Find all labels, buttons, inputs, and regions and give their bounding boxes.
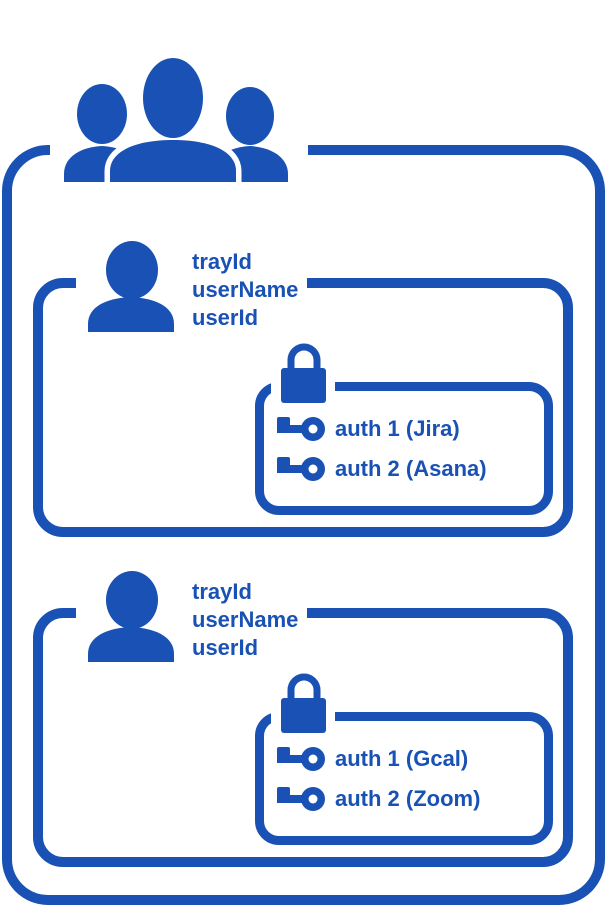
- field-tray-id: trayId: [192, 579, 252, 604]
- lock-icon: [271, 673, 335, 739]
- user-fields: trayId userName userId: [180, 248, 308, 332]
- auth-item: auth 1 (Jira): [276, 415, 460, 443]
- users-group-icon: [50, 56, 308, 182]
- key-icon: [277, 787, 325, 811]
- user-fields: trayId userName userId: [180, 578, 308, 662]
- lock-icon: [271, 343, 335, 409]
- auth-container: [255, 712, 553, 845]
- key-icon: [277, 457, 325, 481]
- auth-item: auth 1 (Gcal): [276, 745, 468, 773]
- auth-label: auth 1 (Jira): [335, 416, 460, 441]
- user-avatar-icon: [76, 238, 180, 335]
- field-user-id: userId: [192, 305, 259, 330]
- user-card: trayId userName userId auth 1 (Gcal): [33, 568, 573, 867]
- auth-item: auth 2 (Asana): [276, 455, 487, 483]
- field-user-name: userName: [192, 607, 299, 632]
- user-card: trayId userName userId auth 1 (Jira): [33, 238, 573, 537]
- auth-label: auth 2 (Zoom): [335, 786, 481, 811]
- auth-container: [255, 382, 553, 515]
- field-user-id: userId: [192, 635, 259, 660]
- auth-label: auth 2 (Asana): [335, 456, 487, 481]
- user-avatar-icon: [76, 568, 180, 665]
- field-tray-id: trayId: [192, 249, 252, 274]
- auth-label: auth 1 (Gcal): [335, 746, 469, 771]
- key-icon: [277, 747, 325, 771]
- key-icon: [277, 417, 325, 441]
- auth-item: auth 2 (Zoom): [276, 785, 480, 813]
- field-user-name: userName: [192, 277, 299, 302]
